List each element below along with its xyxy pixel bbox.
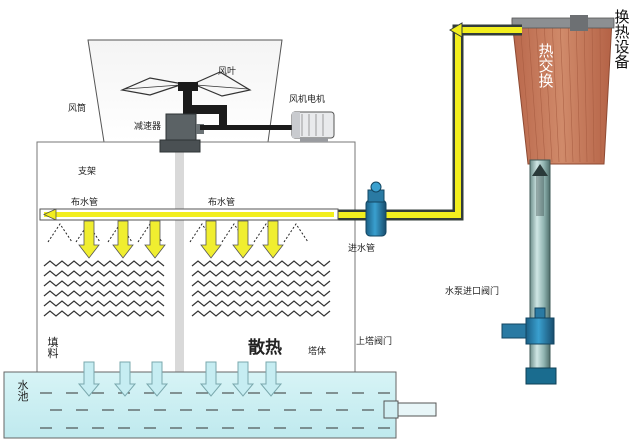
fill-chevron-row bbox=[43, 300, 165, 307]
pump-base bbox=[525, 367, 557, 385]
fan-crossbar bbox=[178, 82, 198, 91]
fan-blade bbox=[119, 71, 252, 97]
label-tower-body: 塔体 bbox=[308, 347, 327, 357]
water-pool bbox=[3, 371, 397, 439]
label-pool: 水池 bbox=[17, 379, 29, 403]
inlet-valve bbox=[365, 181, 387, 237]
fill-chevron-row bbox=[191, 280, 331, 287]
pump-inlet-valve bbox=[501, 307, 555, 345]
fill-chevron-row bbox=[43, 310, 165, 317]
tower-body bbox=[36, 141, 356, 379]
fill-chevron-row bbox=[43, 260, 165, 267]
central-shaft bbox=[175, 150, 184, 375]
fill-pack bbox=[43, 260, 331, 317]
label-heat-dissipation: 散热 bbox=[248, 338, 282, 358]
fan-arm-drop bbox=[219, 105, 227, 127]
distribution-pipe bbox=[39, 208, 339, 221]
label-support: 支架 bbox=[78, 167, 97, 177]
fill-chevron-row bbox=[43, 290, 165, 297]
reducer bbox=[159, 113, 204, 153]
fill-chevron-row bbox=[191, 310, 331, 317]
label-filler: 填料 bbox=[47, 336, 59, 360]
falling-water-arrows bbox=[77, 361, 283, 397]
heat-exchanger bbox=[511, 15, 615, 165]
fill-chevron-row bbox=[43, 270, 165, 277]
label-tower-valve: 上塔阀门 bbox=[356, 337, 393, 347]
spray-arrows bbox=[78, 220, 284, 259]
label-fan-duct: 风筒 bbox=[68, 104, 87, 114]
label-inlet-pipe: 进水管 bbox=[348, 244, 376, 254]
hot-water-pipe bbox=[338, 22, 522, 221]
fan-motor bbox=[291, 111, 335, 142]
fill-chevron-row bbox=[191, 300, 331, 307]
fan-shaft bbox=[183, 84, 192, 114]
label-fan-motor: 风机电机 bbox=[289, 95, 326, 105]
fill-chevron-row bbox=[191, 260, 331, 267]
label-pump-inlet-valve: 水泵进口阀门 bbox=[445, 287, 500, 297]
outlet-pipe bbox=[395, 402, 437, 417]
flow-up-arrow bbox=[532, 164, 548, 176]
label-reducer: 减速器 bbox=[134, 122, 162, 132]
label-heat-exchange: 热交换 bbox=[538, 42, 554, 90]
motor-shaft bbox=[200, 125, 292, 130]
fan-arm bbox=[183, 105, 227, 114]
fill-chevron-row bbox=[191, 290, 331, 297]
label-fan-blade: 风叶 bbox=[218, 67, 237, 77]
fill-chevron-row bbox=[43, 280, 165, 287]
label-distribution-pipe-left: 布水管 bbox=[71, 198, 99, 208]
fill-chevron-row bbox=[191, 270, 331, 277]
label-distribution-pipe-right: 布水管 bbox=[208, 198, 236, 208]
label-heat-exchange-equipment: 换热设备 bbox=[614, 8, 630, 71]
